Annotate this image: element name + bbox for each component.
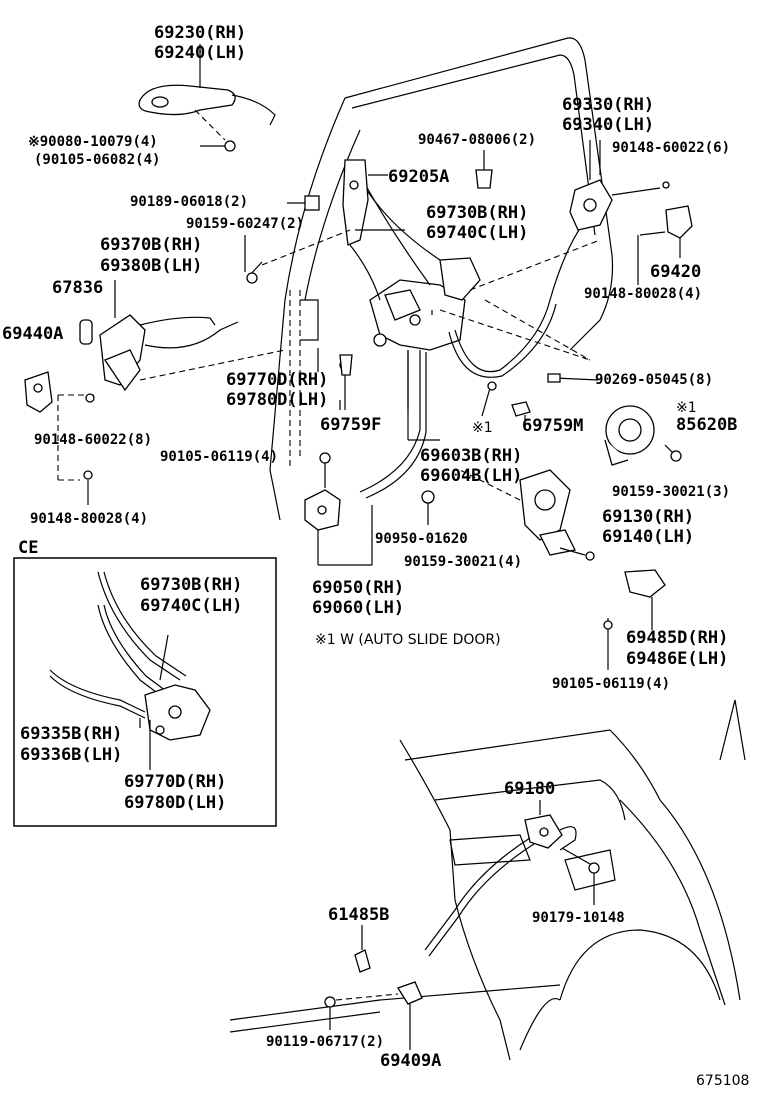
label-ce-69730b: 69730B(RH)	[140, 575, 242, 595]
label-69180: 69180	[504, 779, 555, 799]
inside-handle-part	[58, 280, 286, 396]
ce-box-title: CE	[18, 538, 38, 558]
label-69380b: 69380B(LH)	[100, 256, 202, 276]
label-69330: 69330(RH)	[562, 95, 654, 115]
label-90105-06119-right: 90105-06119(4)	[552, 676, 670, 692]
label-ce-69336b: 69336B(LH)	[20, 745, 122, 765]
label-ce-69780d: 69780D(LH)	[124, 793, 226, 813]
label-90269: 90269-05045(8)	[595, 372, 713, 388]
clip-90467-part	[475, 150, 493, 189]
label-69759m: 69759M	[522, 416, 583, 436]
label-69770d: 69770D(RH)	[226, 370, 328, 390]
label-90080: ※90080-10079(4)	[28, 134, 158, 150]
label-90159-60247: 90159-60247(2)	[186, 216, 304, 232]
label-ce-69770d: 69770D(RH)	[124, 772, 226, 792]
label-90159-30021-4: 90159-30021(4)	[404, 554, 522, 570]
lower-lock-69050-part	[304, 452, 373, 566]
ce-inset-drawing	[49, 571, 211, 770]
label-69730b: 69730B(RH)	[426, 203, 528, 223]
label-69140: 69140(LH)	[602, 527, 694, 547]
label-90950: 90950-01620	[375, 531, 468, 547]
label-90467: 90467-08006(2)	[418, 132, 536, 148]
label-90179: 90179-10148	[532, 910, 625, 926]
bracket-69205a-part	[342, 159, 388, 246]
actuator-85620b-part	[547, 373, 682, 466]
striker-69409a-part	[324, 981, 423, 1050]
label-85620b: 85620B	[676, 415, 737, 435]
label-69050: 69050(RH)	[312, 578, 404, 598]
label-90105-06082: (90105-06082(4)	[34, 152, 160, 168]
label-90105-06119-mid: 90105-06119(4)	[160, 449, 278, 465]
fasteners-upper-left	[244, 195, 351, 284]
label-69485d: 69485D(RH)	[626, 628, 728, 648]
label-69409a: 69409A	[380, 1051, 441, 1071]
label-69240: 69240(LH)	[154, 43, 246, 63]
upper-roller-69330-part	[569, 140, 661, 231]
figure-id: 675108	[696, 1073, 749, 1089]
label-ce-69740c: 69740C(LH)	[140, 596, 242, 616]
label-85620b-note: ※1	[676, 400, 697, 416]
label-67836: 67836	[52, 278, 103, 298]
part-labels: 69230(RH) 69240(LH) ※90080-10079(4) (901…	[2, 23, 749, 1089]
label-90159-30021-3: 90159-30021(3)	[612, 484, 730, 500]
footnote-auto-slide-door: ※1 W (AUTO SLIDE DOOR)	[315, 632, 501, 648]
bracket-69420-part	[637, 181, 693, 285]
label-69420: 69420	[650, 262, 701, 282]
label-69230: 69230(RH)	[154, 23, 246, 43]
label-69440a: 69440A	[2, 324, 63, 344]
small-fittings-middle	[339, 350, 531, 441]
sliding-door-outline	[269, 37, 614, 521]
leader-lines	[317, 229, 433, 410]
label-69740c: 69740C(LH)	[426, 223, 528, 243]
label-69603b: 69603B(RH)	[420, 446, 522, 466]
lower-roller-69130-part	[459, 469, 595, 561]
bracket-69485d-part	[603, 569, 666, 670]
label-69205a: 69205A	[388, 167, 449, 187]
label-69604b: 69604B(LH)	[420, 466, 522, 486]
label-61485b: 61485B	[328, 905, 389, 925]
label-69340: 69340(LH)	[562, 115, 654, 135]
label-69759m-note: ※1	[472, 420, 493, 436]
label-90148-80028-top: 90148-80028(4)	[584, 286, 702, 302]
rear-lock-69180-part	[424, 800, 600, 957]
clip-61485b-part	[354, 925, 371, 973]
van-body-rear	[229, 699, 746, 1061]
label-69759f: 69759F	[320, 415, 381, 435]
label-90148-60022-8: 90148-60022(8)	[34, 432, 152, 448]
label-69060: 69060(LH)	[312, 598, 404, 618]
label-69780d: 69780D(LH)	[226, 390, 328, 410]
outside-handle-part	[138, 44, 276, 152]
label-69370b: 69370B(RH)	[100, 235, 202, 255]
grommet-90950-part	[421, 490, 435, 525]
label-90148-60022-6: 90148-60022(6)	[612, 140, 730, 156]
door-lock-assembly	[349, 169, 601, 499]
label-ce-69335b: 69335B(RH)	[20, 724, 122, 744]
label-69130: 69130(RH)	[602, 507, 694, 527]
ce-inset-box	[13, 557, 277, 827]
label-69486e: 69486E(LH)	[626, 649, 728, 669]
label-90189: 90189-06018(2)	[130, 194, 248, 210]
pad-69440a-part	[24, 371, 95, 505]
label-90119: 90119-06717(2)	[266, 1034, 384, 1050]
label-90148-80028-bottom: 90148-80028(4)	[30, 511, 148, 527]
